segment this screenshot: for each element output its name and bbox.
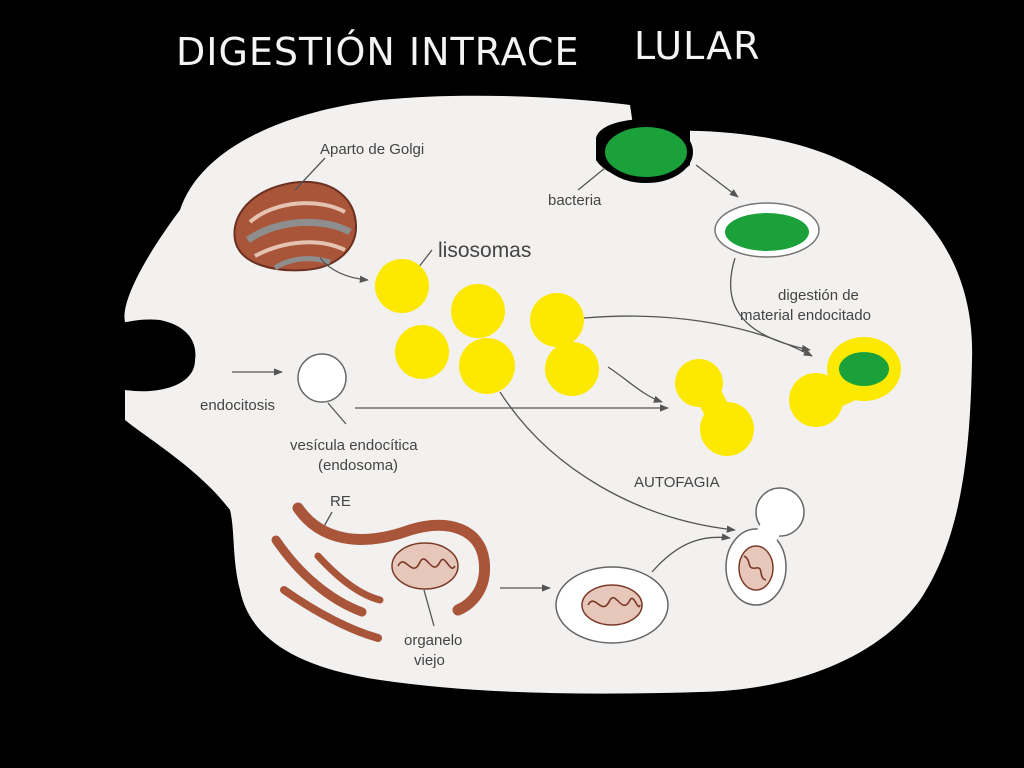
- lysosome: [530, 293, 584, 347]
- digested-bacteria: [839, 352, 889, 386]
- endoplasmic-reticulum: [271, 502, 491, 642]
- title-part-2: LULAR: [634, 24, 761, 68]
- golgi-apparatus: [233, 180, 358, 272]
- label-endocitosis: endocitosis: [200, 397, 275, 414]
- label-digestion-line2: material endocitado: [740, 307, 871, 324]
- label-lisosomas: lisosomas: [438, 239, 531, 262]
- label-organelo-line2: viejo: [414, 652, 445, 669]
- autophagosome: [555, 566, 669, 644]
- arrow-golgi-to-lysosome: [319, 257, 369, 283]
- label-autofagia: AUTOFAGIA: [634, 474, 720, 491]
- label-digestion-line1: digestión de: [778, 287, 859, 304]
- lysosomes: [375, 259, 599, 396]
- lisosomas-label-line: [417, 249, 433, 269]
- label-organelo-line1: organelo: [404, 632, 462, 649]
- label-vesicula-line1: vesícula endocítica: [290, 437, 418, 454]
- lysosome: [395, 325, 449, 379]
- label-vesicula-line2: (endosoma): [318, 457, 398, 474]
- title-part-1: DIGESTIÓN INTRACE: [176, 30, 580, 74]
- organelo-label-line: [423, 589, 435, 627]
- bacteria: [599, 121, 693, 183]
- arrow-lysosome-to-autophagy: [499, 391, 736, 533]
- digestion-vesicle: [789, 337, 901, 427]
- vesicle-label-line: [327, 402, 347, 425]
- lysosome: [375, 259, 429, 313]
- phagosome-bacteria: [725, 213, 809, 251]
- old-organelle: [391, 542, 459, 590]
- bacteria-label-line: [577, 167, 606, 191]
- label-golgi: Aparto de Golgi: [320, 141, 424, 158]
- label-bacteria: bacteria: [548, 192, 602, 209]
- label-re: RE: [330, 493, 351, 510]
- fused-vesicles: [675, 359, 754, 456]
- lysosome: [545, 342, 599, 396]
- lysosome: [451, 284, 505, 338]
- autolysosome: [725, 487, 805, 606]
- arrow-lysosome-to-digestion: [583, 315, 813, 357]
- arrow-autophagosome-to-autolysosome: [651, 533, 731, 573]
- golgi-label-line: [294, 157, 326, 191]
- arrow-lysosome-to-fusion: [607, 366, 663, 403]
- lysosome: [459, 338, 515, 394]
- endocytic-vesicle: [297, 353, 347, 403]
- arrow-bacteria-to-phagosome: [695, 164, 739, 198]
